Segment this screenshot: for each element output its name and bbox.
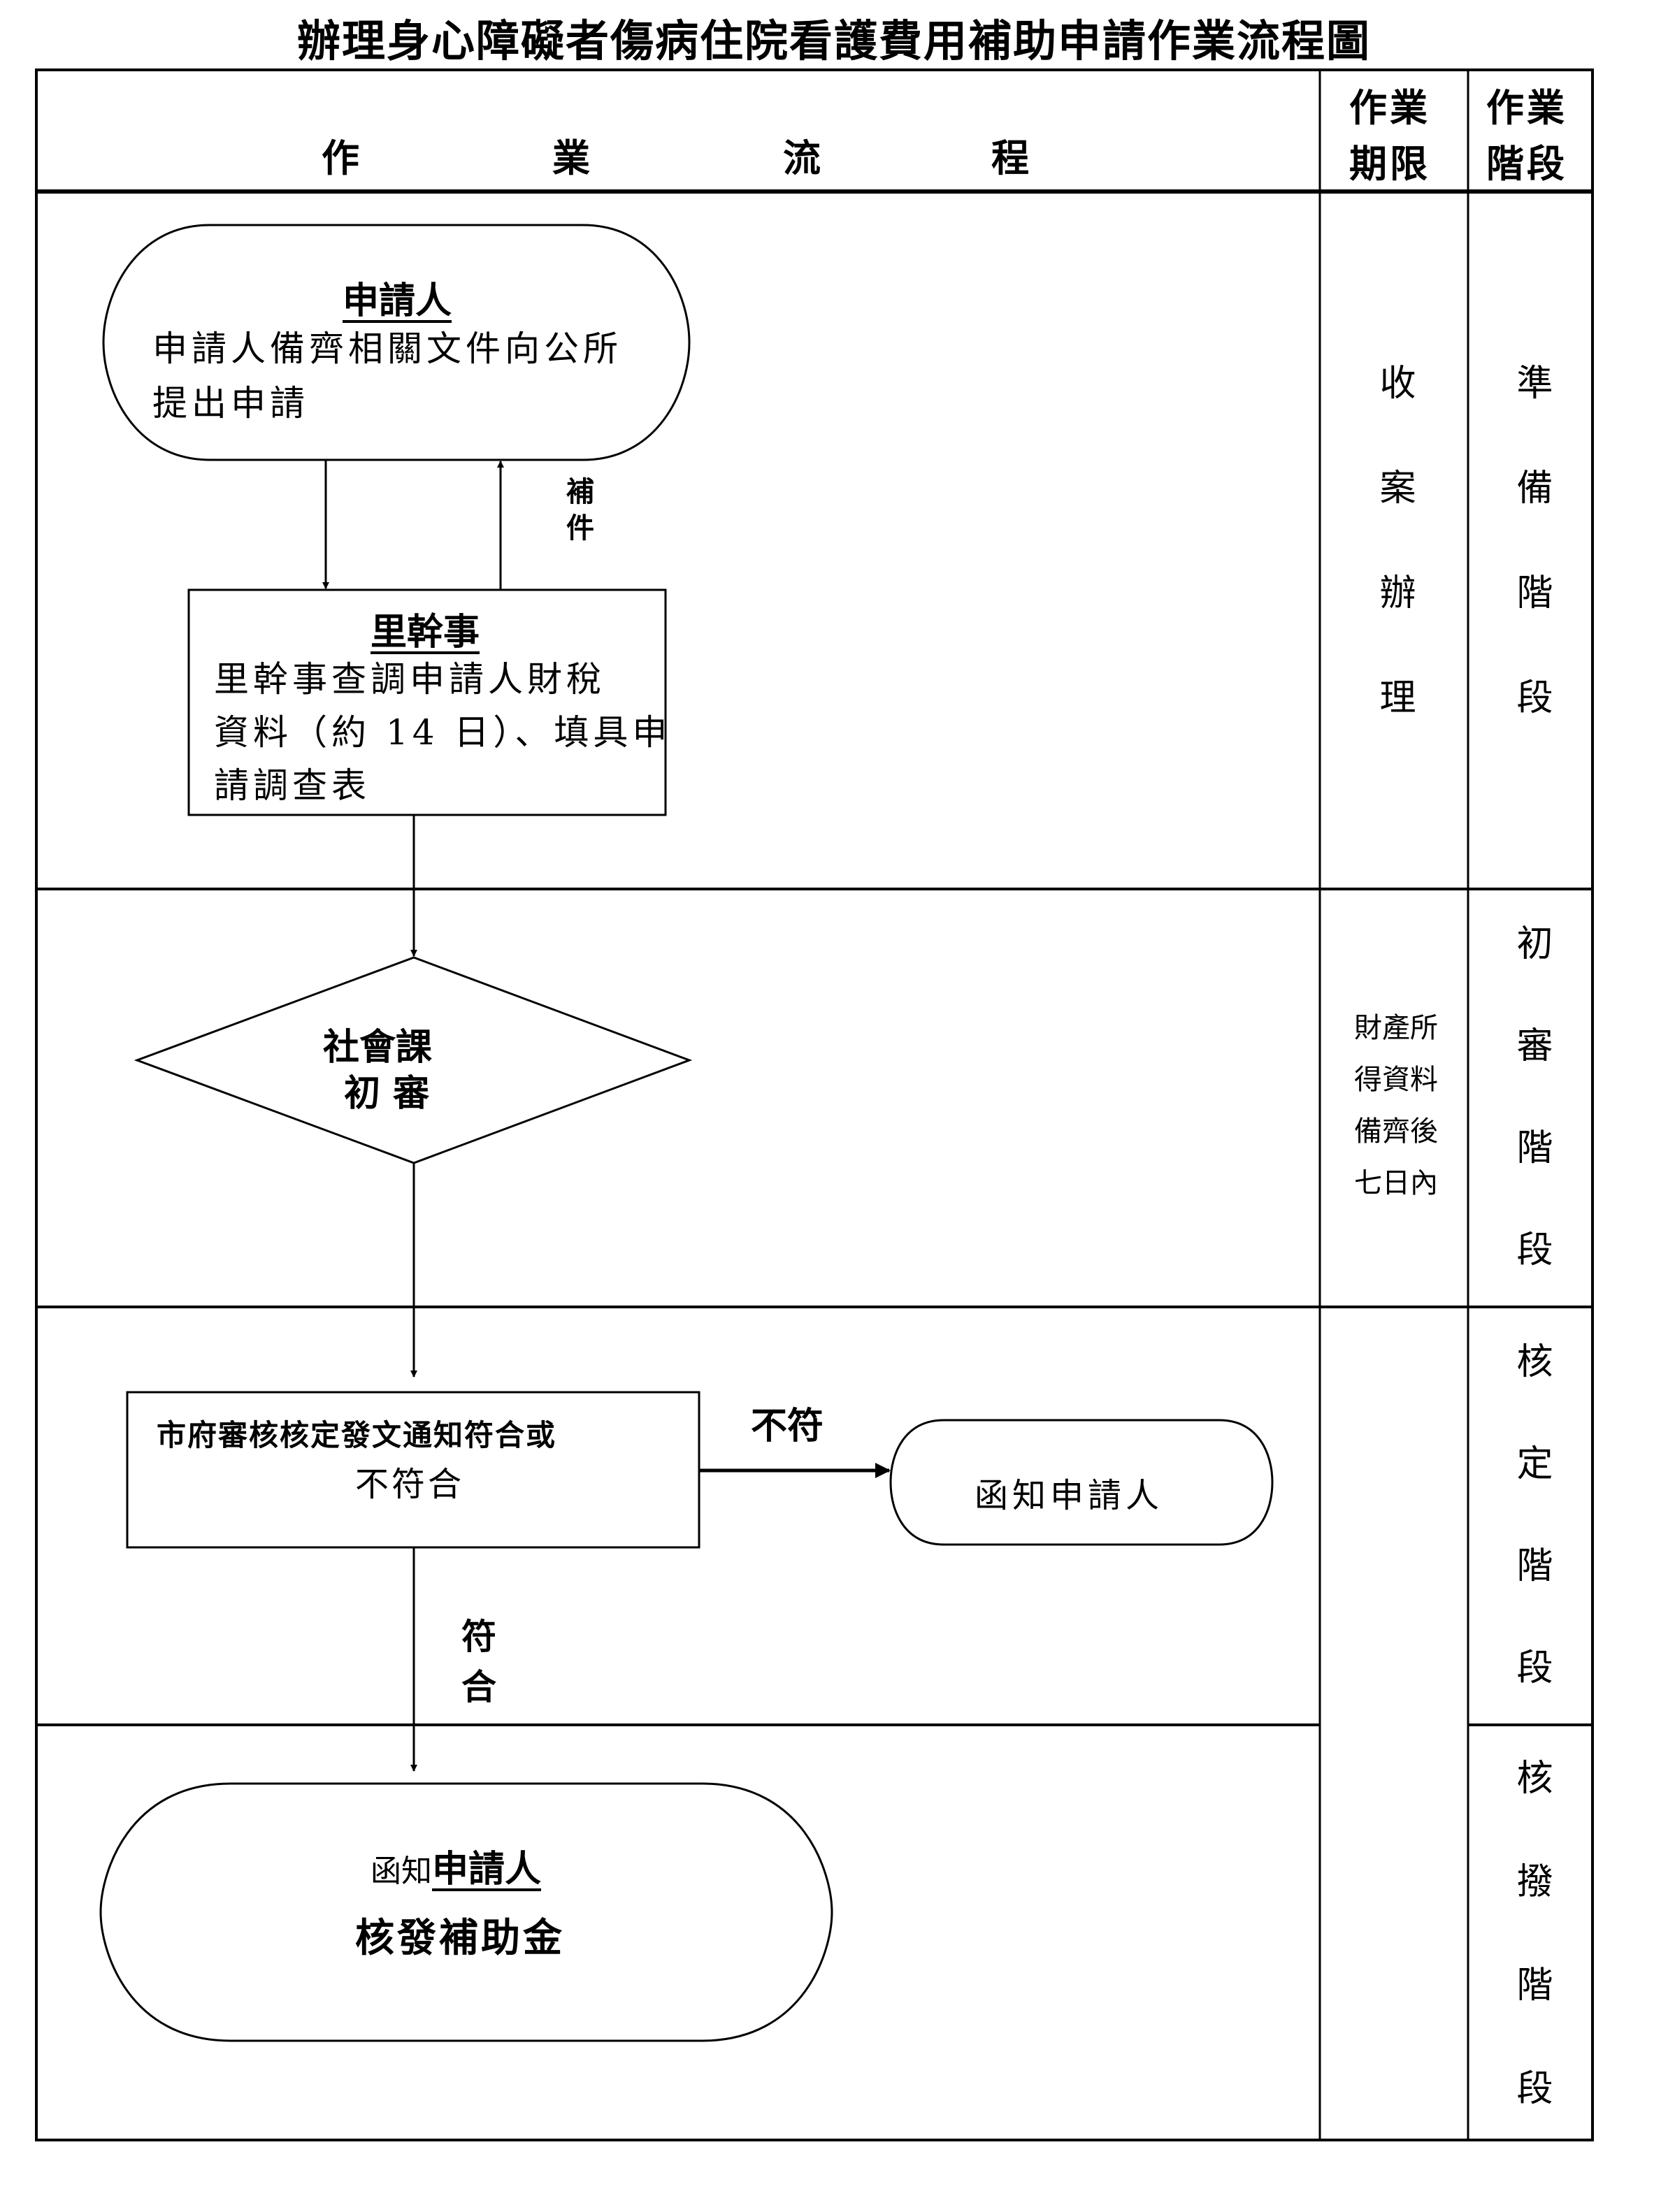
final-line2: 核發補助金 [355, 1916, 565, 1961]
stage-row4: 核撥階段 [1510, 1758, 1552, 2172]
header-period-line2: 期限 [1349, 142, 1430, 186]
social-review-label: 社會課 初 審 [323, 1025, 491, 1117]
period-row2-line3: 備齊後 [1354, 1115, 1438, 1148]
period-row2-line2: 得資料 [1354, 1064, 1438, 1096]
header-stage-line1: 作業 [1486, 86, 1567, 130]
header-flow-char-1: 作 [322, 136, 359, 180]
village-officer-heading: 里幹事 [371, 612, 480, 653]
edge-label-match-char1: 符 [461, 1617, 496, 1657]
final-heading: 申請人 [432, 1849, 542, 1891]
edge-label-supplement-char2: 件 [566, 512, 594, 544]
period-row2-line1: 財產所 [1354, 1012, 1438, 1044]
village-officer-line1: 里幹事查調申請人財稅 [214, 659, 605, 700]
edge-label-supplement-char1: 補 [566, 476, 594, 508]
final-heading-row: 函知申請人 [371, 1839, 541, 1892]
notify-reject-text: 函知申請人 [975, 1476, 1164, 1515]
village-officer-box [187, 588, 667, 816]
city-review-line1: 市府審核核定發文通知符合或 [157, 1418, 557, 1452]
village-officer-description: 里幹事查調申請人財稅 資料（約 14 日）、填具申 請調查表 [214, 653, 671, 812]
applicant-line1: 申請人備齊相關文件向公所 [152, 328, 622, 369]
village-officer-line3: 請調查表 [214, 765, 371, 806]
stage-row1: 準備階段 [1510, 363, 1552, 783]
period-row1: 收案辦理 [1373, 363, 1415, 783]
applicant-description: 申請人備齊相關文件向公所 提出申請 [152, 321, 622, 431]
header-flow-char-3: 流 [783, 136, 821, 180]
header-period-line1: 作業 [1349, 86, 1430, 130]
table-border [35, 68, 1594, 2141]
stage-row2: 初審階段 [1510, 924, 1552, 1332]
social-review-line2: 初 審 [344, 1073, 430, 1115]
header-stage-line2: 階段 [1486, 142, 1567, 186]
page-title: 辦理身心障礙者傷病住院看護費用補助申請作業流程圖 [296, 15, 1371, 66]
applicant-terminator [102, 224, 691, 461]
edge-label-match-char2: 合 [461, 1667, 496, 1707]
header-flow-char-4: 程 [991, 136, 1029, 180]
applicant-line2: 提出申請 [152, 383, 309, 424]
city-review-line2: 不符合 [355, 1465, 465, 1504]
header-flow-char-2: 業 [552, 136, 590, 180]
village-officer-line2: 資料（約 14 日）、填具申 [214, 712, 672, 753]
stage-row3: 核定階段 [1510, 1342, 1552, 1750]
final-terminator [99, 1782, 833, 2042]
final-prefix: 函知 [371, 1853, 432, 1889]
period-row2: 財產所 得資料 備齊後 七日內 [1344, 1002, 1448, 1209]
period-row2-line4: 七日內 [1354, 1167, 1438, 1199]
edge-label-supplement: 補 件 [566, 474, 594, 547]
social-review-line1: 社會課 [323, 1027, 433, 1069]
table-grid [35, 68, 1594, 2141]
edge-label-not-match: 不符 [751, 1405, 824, 1447]
applicant-heading: 申請人 [343, 280, 452, 322]
edge-label-match: 符 合 [461, 1612, 496, 1712]
notify-reject-terminator [889, 1419, 1274, 1546]
